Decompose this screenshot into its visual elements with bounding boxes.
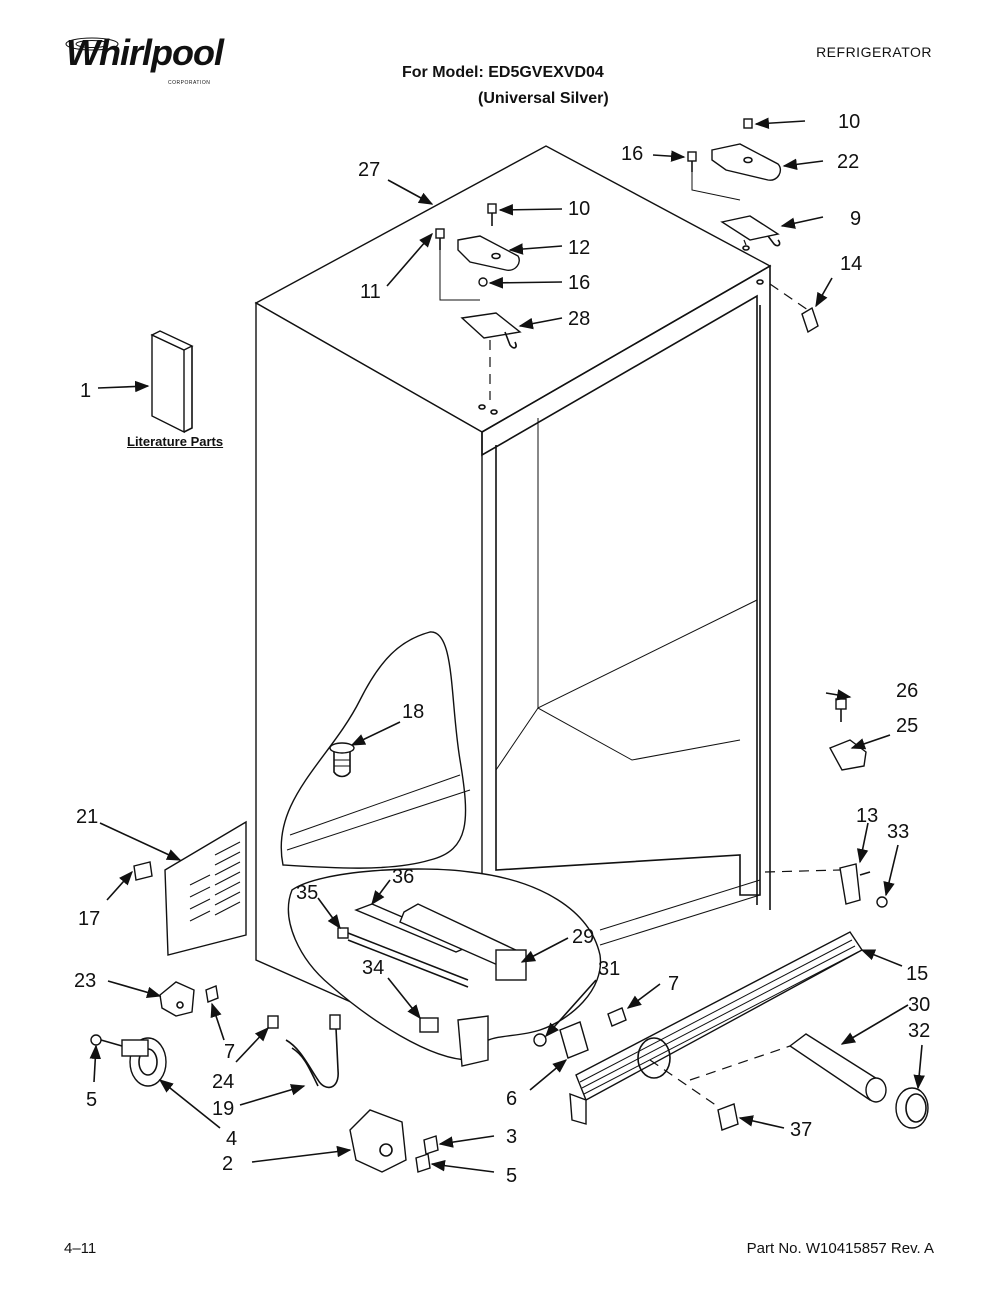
callout-37: 37 bbox=[790, 1119, 812, 1141]
callout-10: 10 bbox=[568, 198, 590, 220]
cutaway-lower-section bbox=[287, 868, 602, 1067]
callout-12: 12 bbox=[568, 237, 590, 259]
callout-21: 21 bbox=[76, 806, 98, 828]
callout-2: 2 bbox=[222, 1153, 233, 1175]
callout-23: 23 bbox=[74, 970, 96, 992]
model-variant: (Universal Silver) bbox=[478, 90, 609, 107]
callout-5: 5 bbox=[506, 1165, 517, 1187]
callout-13: 13 bbox=[856, 805, 878, 827]
product-category: REFRIGERATOR bbox=[816, 44, 932, 60]
grille-part-21 bbox=[133, 820, 247, 956]
page-number: 4–11 bbox=[64, 1240, 97, 1257]
bracket-part-6 bbox=[559, 1007, 627, 1059]
filter-cap-part-32 bbox=[895, 1087, 929, 1129]
literature-parts-label: Literature Parts bbox=[127, 434, 224, 449]
callout-25: 25 bbox=[896, 715, 918, 737]
bracket-part-23 bbox=[159, 981, 219, 1017]
bracket-part-2 bbox=[349, 1109, 439, 1173]
callout-14: 14 bbox=[840, 253, 862, 275]
screw-part-26 bbox=[835, 698, 847, 722]
callout-30: 30 bbox=[908, 994, 930, 1016]
brand-logo: Whirlpool bbox=[66, 32, 224, 73]
callout-3: 3 bbox=[506, 1126, 517, 1148]
callout-34: 34 bbox=[362, 957, 384, 979]
callout-24: 24 bbox=[212, 1071, 234, 1093]
callout-6: 6 bbox=[506, 1088, 517, 1110]
callout-27: 27 bbox=[358, 159, 380, 181]
brand-subtitle: CORPORATION bbox=[168, 80, 211, 86]
callout-11: 11 bbox=[360, 281, 381, 303]
damper-part-18 bbox=[329, 742, 355, 778]
valve-part-4 bbox=[90, 1034, 167, 1087]
callout-26: 26 bbox=[896, 680, 918, 702]
toe-grille-part-15 bbox=[569, 931, 864, 1125]
callout-numbers: 10 22 16 9 14 27 10 12 16 11 28 1 18 26 … bbox=[74, 111, 930, 1187]
callout-5: 5 bbox=[86, 1089, 97, 1111]
callout-28: 28 bbox=[568, 308, 590, 330]
callout-1: 1 bbox=[80, 380, 91, 402]
callout-19: 19 bbox=[212, 1098, 234, 1120]
bracket-part-13 bbox=[764, 863, 888, 908]
callout-15: 15 bbox=[906, 963, 928, 985]
callout-7: 7 bbox=[668, 973, 679, 995]
callout-leader-lines bbox=[89, 117, 925, 1173]
right-top-hinge-assembly bbox=[687, 118, 819, 334]
whirlpool-swoosh-icon bbox=[65, 37, 119, 51]
left-top-hinge-assembly bbox=[435, 203, 522, 400]
callout-16: 16 bbox=[621, 143, 643, 165]
callout-16: 16 bbox=[568, 272, 590, 294]
water-tube-part-19 bbox=[267, 1014, 341, 1089]
callout-31: 31 bbox=[598, 958, 620, 980]
water-filter-part-30 bbox=[788, 1033, 887, 1103]
callout-17: 17 bbox=[78, 908, 100, 930]
cutaway-freezer-section bbox=[280, 631, 471, 869]
callout-18: 18 bbox=[402, 701, 424, 723]
part-number: Part No. W10415857 Rev. A bbox=[746, 1240, 934, 1257]
callout-9: 9 bbox=[850, 208, 861, 230]
callout-36: 36 bbox=[392, 866, 414, 888]
clip-part-37 bbox=[717, 1103, 739, 1131]
callout-4: 4 bbox=[226, 1128, 237, 1150]
literature-parts-book bbox=[150, 330, 194, 434]
model-title: For Model: ED5GVEXVD04 bbox=[402, 64, 604, 81]
callout-10: 10 bbox=[838, 111, 860, 133]
callout-32: 32 bbox=[908, 1020, 930, 1042]
callout-35: 35 bbox=[296, 882, 318, 904]
callout-33: 33 bbox=[887, 821, 909, 843]
callout-22: 22 bbox=[837, 151, 859, 173]
callout-29: 29 bbox=[572, 926, 594, 948]
callout-7: 7 bbox=[224, 1041, 235, 1063]
